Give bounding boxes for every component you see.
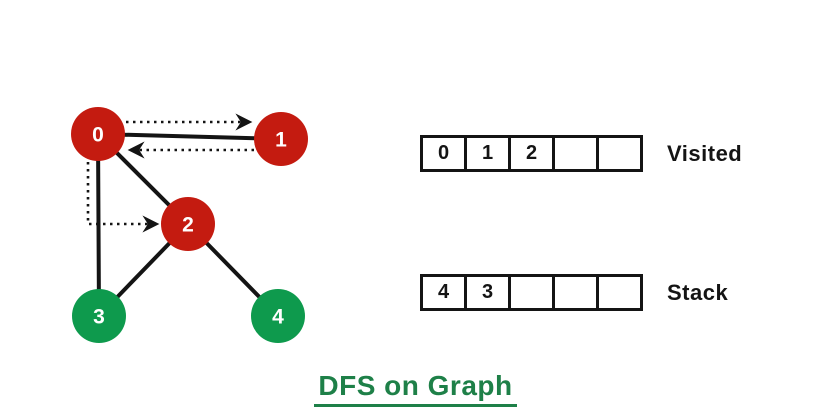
visited-cell-0: 0 [420,135,467,172]
node-1 [254,112,308,166]
node-label-2: 2 [182,214,194,237]
stack-array-label: Stack [667,279,729,305]
visited-cell-4 [596,135,643,172]
visited-array: 0 1 2 Visited [420,135,742,172]
stack-cell-3 [552,274,599,311]
stack-cell-0: 4 [420,274,467,311]
node-4 [251,289,305,343]
node-2 [161,197,215,251]
diagram-title: DFS on Graph [314,370,517,407]
visited-array-cells: 0 1 2 [420,135,643,172]
visited-cell-3 [552,135,599,172]
node-3 [72,289,126,343]
visited-cell-2: 2 [508,135,555,172]
visited-array-label: Visited [667,140,743,166]
diagram-title-wrap: DFS on Graph [0,370,831,407]
visited-cell-1: 1 [464,135,511,172]
node-label-3: 3 [93,306,105,329]
node-0 [71,107,125,161]
node-label-0: 0 [92,124,104,147]
arrow-0-to-2 [86,162,160,233]
stack-cell-2 [508,274,555,311]
stack-cell-4 [596,274,643,311]
stack-cell-1: 3 [464,274,511,311]
node-label-1: 1 [275,129,287,152]
stack-array-cells: 4 3 [420,274,643,311]
edge-0-1 [96,132,283,141]
stack-array: 4 3 Stack [420,274,728,311]
node-label-4: 4 [272,306,284,329]
